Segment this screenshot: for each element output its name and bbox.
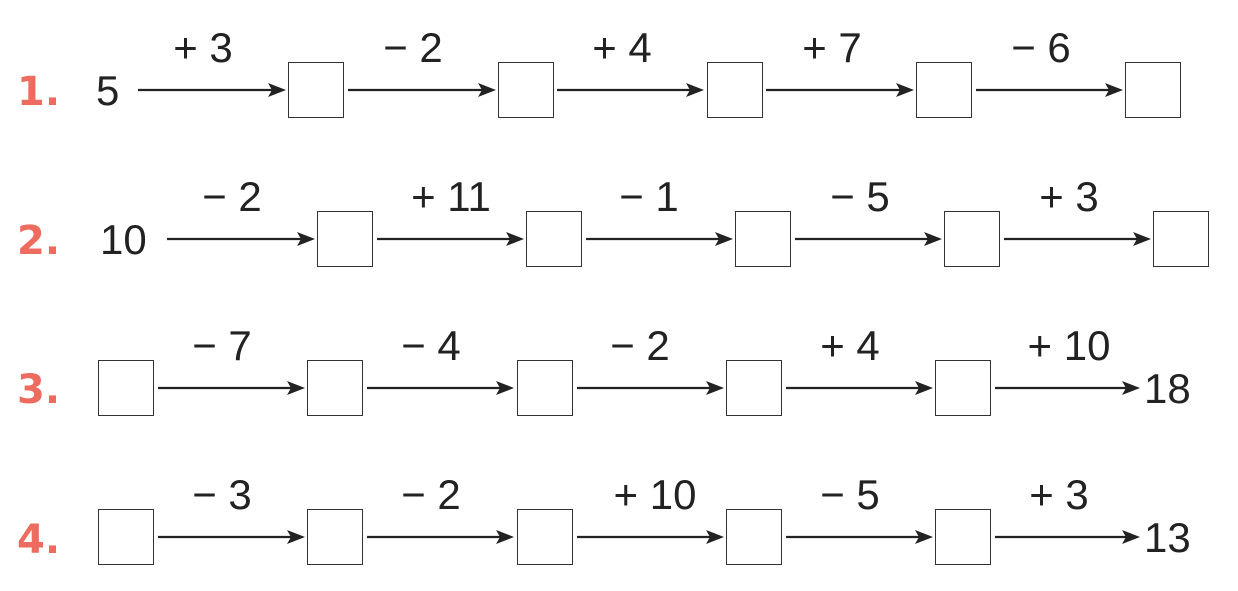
operation-label: + 4 <box>592 24 652 71</box>
answer-box[interactable] <box>1125 62 1181 118</box>
operation-label: − 2 <box>401 471 461 518</box>
arrow <box>577 377 724 399</box>
operation-label: − 2 <box>610 322 670 369</box>
operation-label: − 6 <box>1011 24 1071 71</box>
answer-box[interactable] <box>307 360 363 416</box>
arrow <box>158 377 305 399</box>
arrow <box>786 526 933 548</box>
arrow <box>795 228 942 250</box>
arrow <box>557 79 704 101</box>
arrow <box>367 377 514 399</box>
arrow <box>577 526 724 548</box>
answer-box[interactable] <box>98 360 154 416</box>
operation-label: + 7 <box>802 24 862 71</box>
arrow <box>158 526 305 548</box>
operation-label: − 7 <box>192 322 252 369</box>
operation-label: − 1 <box>619 173 679 220</box>
operation-label: + 3 <box>1039 173 1099 220</box>
answer-box[interactable] <box>726 360 782 416</box>
answer-box[interactable] <box>498 62 554 118</box>
operation-label: − 5 <box>830 173 890 220</box>
arrow <box>995 526 1140 548</box>
answer-box[interactable] <box>98 509 154 565</box>
arrow <box>367 526 514 548</box>
answer-box[interactable] <box>288 62 344 118</box>
arrow <box>1004 228 1151 250</box>
arrow <box>586 228 733 250</box>
problem-3: 3. − 7 − 4 − 2 + 4 + 10 18 <box>0 0 1238 416</box>
operation-label: − 5 <box>820 471 880 518</box>
answer-box[interactable] <box>317 211 373 267</box>
answer-box[interactable] <box>944 211 1000 267</box>
answer-box[interactable] <box>517 509 573 565</box>
answer-box[interactable] <box>707 62 763 118</box>
answer-box[interactable] <box>526 211 582 267</box>
problem-4: 4. − 3 − 2 + 10 − 5 + 3 13 <box>0 0 1238 565</box>
arrow <box>786 377 933 399</box>
end-value: 18 <box>1144 365 1191 412</box>
answer-box[interactable] <box>735 211 791 267</box>
operation-label: + 4 <box>820 322 880 369</box>
start-value: 5 <box>96 67 120 114</box>
answer-box[interactable] <box>935 509 991 565</box>
arrow <box>138 79 286 101</box>
answer-box[interactable] <box>726 509 782 565</box>
problem-1: 1. 5 + 3 − 2 + 4 + 7 − 6 <box>0 0 1238 150</box>
arrow <box>167 228 315 250</box>
end-value: 13 <box>1144 514 1191 561</box>
arrow <box>995 377 1140 399</box>
answer-box[interactable] <box>935 360 991 416</box>
arrow <box>976 79 1123 101</box>
operation-label: + 11 <box>411 173 491 220</box>
operation-label: + 10 <box>613 471 697 518</box>
arrow <box>348 79 496 101</box>
operation-label: + 3 <box>173 24 233 71</box>
operation-label: + 3 <box>1029 471 1089 518</box>
operation-label: − 2 <box>202 173 262 220</box>
answer-box[interactable] <box>307 509 363 565</box>
operation-label: − 4 <box>401 322 461 369</box>
problem-number: 4. <box>17 517 61 563</box>
problem-number: 2. <box>17 218 61 264</box>
operation-label: − 2 <box>383 24 443 71</box>
answer-box[interactable] <box>1153 211 1209 267</box>
answer-box[interactable] <box>916 62 972 118</box>
problem-2: 2. 10 − 2 + 11 − 1 − 5 + 3 <box>0 0 1238 267</box>
operation-label: + 10 <box>1027 322 1111 369</box>
problem-number: 3. <box>17 367 61 413</box>
operation-label: − 3 <box>192 471 252 518</box>
arrow <box>377 228 524 250</box>
start-value: 10 <box>100 216 147 263</box>
problem-number: 1. <box>17 69 61 115</box>
answer-box[interactable] <box>517 360 573 416</box>
arrow <box>766 79 914 101</box>
